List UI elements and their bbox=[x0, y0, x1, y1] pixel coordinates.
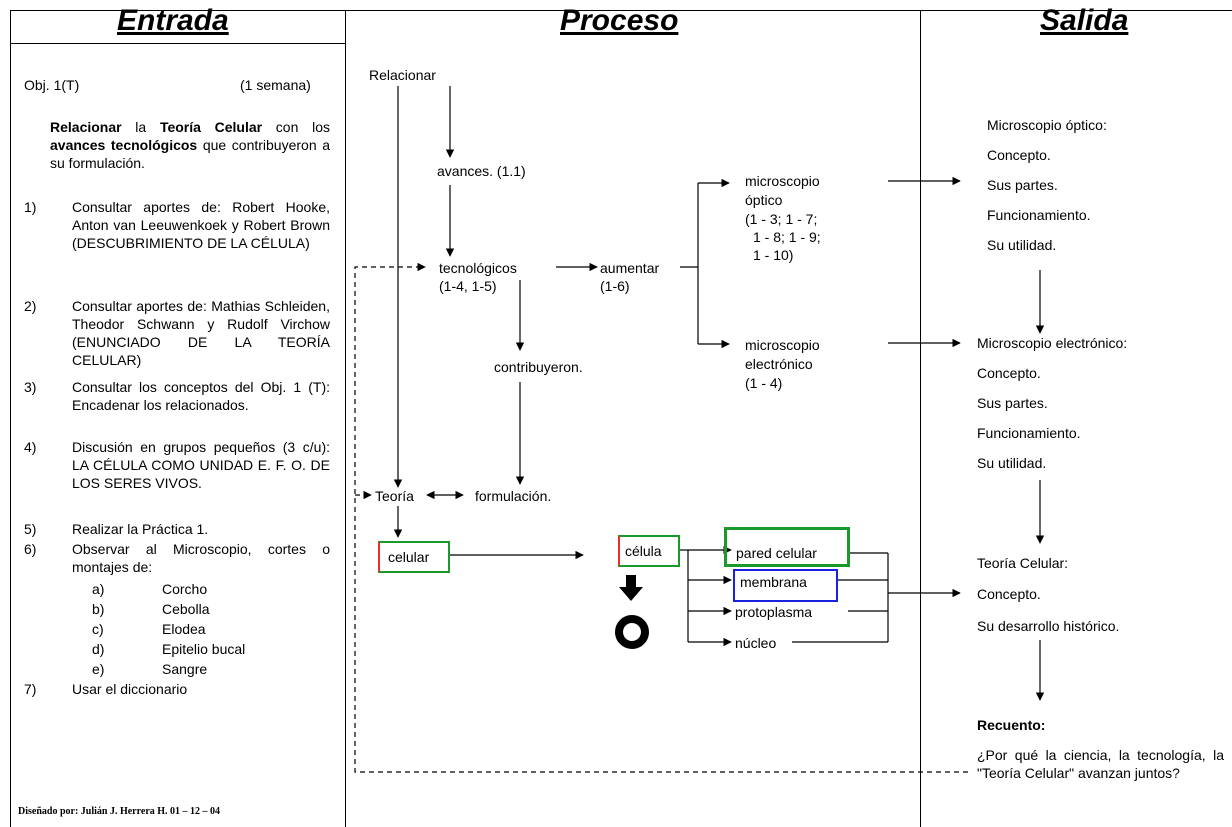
recuento-question: ¿Por qué la ciencia, la tecnología, la "… bbox=[977, 746, 1224, 782]
node-pared-celular: pared celular bbox=[736, 544, 817, 562]
word-box-celular: celular bbox=[378, 541, 450, 573]
node-tecnologicos-ref: (1-4, 1-5) bbox=[439, 277, 497, 295]
node-nucleo: núcleo bbox=[735, 634, 776, 652]
node-optico-ref: 1 - 10) bbox=[753, 246, 793, 264]
node-avances: avances. (1.1) bbox=[437, 162, 526, 180]
salida-electronico-item: Su utilidad. bbox=[977, 454, 1046, 472]
salida-electronico-item: Concepto. bbox=[977, 364, 1041, 382]
recuento-title: Recuento: bbox=[977, 716, 1045, 734]
node-celular: celular bbox=[388, 548, 429, 566]
node-aumentar-ref: (1-6) bbox=[600, 277, 630, 295]
word-box-celula: célula bbox=[618, 535, 680, 567]
node-formulacion: formulación. bbox=[475, 487, 551, 505]
node-tecnologicos: tecnológicos bbox=[439, 259, 517, 277]
salida-teoria-item: Su desarrollo histórico. bbox=[977, 617, 1119, 635]
node-microscopio-electronico-2: electrónico bbox=[745, 355, 813, 373]
node-protoplasma: protoplasma bbox=[735, 603, 812, 621]
node-relacionar: Relacionar bbox=[369, 66, 436, 84]
salida-optico-item: Concepto. bbox=[987, 146, 1051, 164]
node-optico-ref: (1 - 3; 1 - 7; bbox=[745, 210, 817, 228]
salida-teoria-title: Teoría Celular: bbox=[977, 554, 1068, 572]
node-electronico-ref: (1 - 4) bbox=[745, 374, 782, 392]
node-optico-ref: 1 - 8; 1 - 9; bbox=[753, 228, 821, 246]
node-microscopio-optico-2: óptico bbox=[745, 191, 782, 209]
salida-electronico-item: Sus partes. bbox=[977, 394, 1048, 412]
salida-optico-item: Sus partes. bbox=[987, 176, 1058, 194]
node-celula: célula bbox=[625, 542, 662, 560]
salida-electronico-item: Funcionamiento. bbox=[977, 424, 1081, 442]
node-microscopio-electronico: microscopio bbox=[745, 336, 820, 354]
salida-optico-title: Microscopio óptico: bbox=[987, 116, 1107, 134]
node-contribuyeron: contribuyeron. bbox=[494, 358, 583, 376]
salida-teoria-item: Concepto. bbox=[977, 585, 1041, 603]
node-membrana: membrana bbox=[740, 573, 807, 591]
node-aumentar: aumentar bbox=[600, 259, 659, 277]
node-microscopio-optico: microscopio bbox=[745, 172, 820, 190]
salida-electronico-title: Microscopio electrónico: bbox=[977, 334, 1127, 352]
node-teoria: Teoría bbox=[375, 487, 414, 505]
salida-optico-item: Funcionamiento. bbox=[987, 206, 1091, 224]
salida-optico-item: Su utilidad. bbox=[987, 236, 1056, 254]
